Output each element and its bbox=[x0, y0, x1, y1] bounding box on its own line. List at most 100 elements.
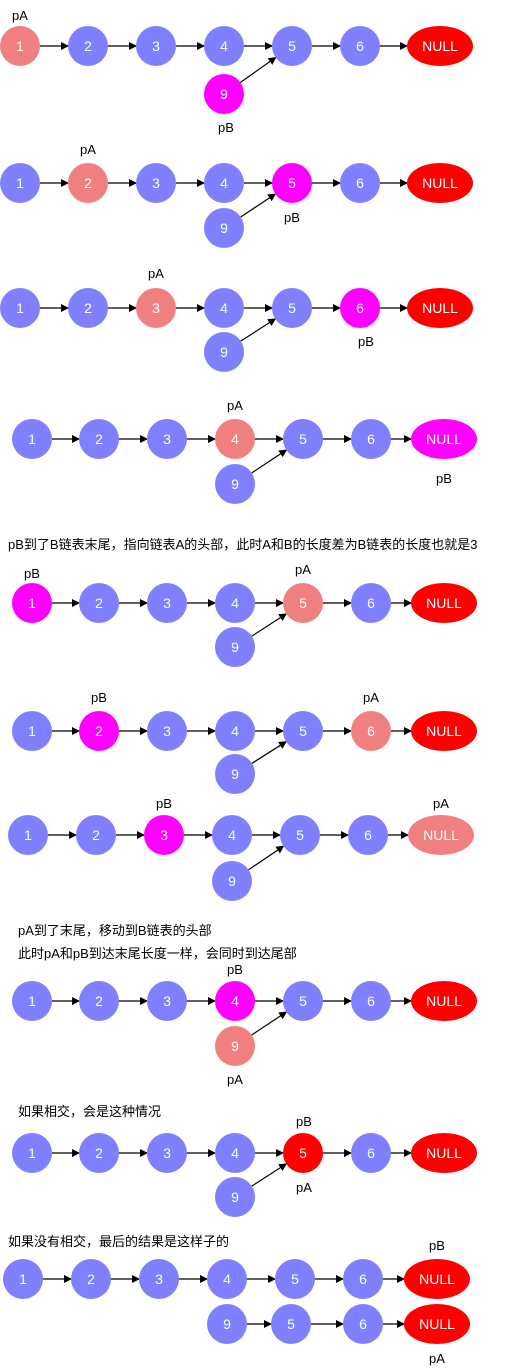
list-node bbox=[283, 419, 323, 459]
node-label: 1 bbox=[28, 1145, 36, 1161]
list-node bbox=[147, 711, 187, 751]
node-label: 4 bbox=[231, 723, 239, 739]
pointer-label: pB bbox=[436, 471, 452, 486]
node-label: 5 bbox=[296, 827, 304, 843]
list-node bbox=[215, 419, 255, 459]
edge-step1-6 bbox=[239, 56, 277, 83]
node-label: 6 bbox=[359, 1316, 367, 1332]
null-node bbox=[407, 26, 473, 66]
list-node bbox=[283, 1133, 323, 1173]
list-node bbox=[204, 26, 244, 66]
node-label: 2 bbox=[84, 300, 92, 316]
list-node bbox=[79, 981, 119, 1021]
null-node bbox=[407, 163, 473, 203]
list-node bbox=[68, 26, 108, 66]
list-node bbox=[144, 815, 184, 855]
pointer-label: pA bbox=[227, 1072, 243, 1087]
list-node bbox=[68, 288, 108, 328]
pointer-label: pA bbox=[433, 796, 449, 811]
node-label: 6 bbox=[359, 1271, 367, 1287]
edge-step9-6 bbox=[251, 1163, 288, 1187]
list-node bbox=[283, 711, 323, 751]
list-node bbox=[136, 26, 176, 66]
node-label: 4 bbox=[220, 38, 228, 54]
node-label: NULL bbox=[426, 431, 462, 447]
list-node bbox=[204, 332, 244, 372]
node-label: 5 bbox=[288, 175, 296, 191]
pointer-label: pA bbox=[12, 8, 28, 23]
list-node bbox=[204, 163, 244, 203]
list-node bbox=[0, 163, 40, 203]
node-label: 1 bbox=[24, 827, 32, 843]
pointer-label: pA bbox=[429, 1351, 445, 1366]
list-node bbox=[3, 1259, 43, 1299]
list-node bbox=[271, 1304, 311, 1344]
node-label: 1 bbox=[28, 723, 36, 739]
node-label: 3 bbox=[152, 300, 160, 316]
node-label: 9 bbox=[220, 344, 228, 360]
node-label: 4 bbox=[231, 431, 239, 447]
list-node bbox=[207, 1259, 247, 1299]
node-label: 5 bbox=[299, 595, 307, 611]
list-node bbox=[147, 1133, 187, 1173]
list-node bbox=[79, 711, 119, 751]
node-label: 9 bbox=[220, 220, 228, 236]
node-label: 9 bbox=[231, 639, 239, 655]
null-node bbox=[411, 711, 477, 751]
pointer-label: pB bbox=[358, 334, 374, 349]
list-node bbox=[204, 208, 244, 248]
edge-step2-6 bbox=[240, 193, 277, 218]
list-node bbox=[351, 981, 391, 1021]
node-label: 9 bbox=[220, 86, 228, 102]
caption-same-length: 此时pA和pB到达末尾长度一样，会同时到达尾部 bbox=[18, 946, 297, 961]
list-node bbox=[8, 815, 48, 855]
list-node bbox=[147, 981, 187, 1021]
node-label: 2 bbox=[84, 38, 92, 54]
list-node bbox=[204, 74, 244, 114]
list-node bbox=[272, 288, 312, 328]
node-label: 3 bbox=[152, 175, 160, 191]
list-node bbox=[0, 288, 40, 328]
edge-step7-6 bbox=[248, 845, 285, 871]
node-label: 1 bbox=[19, 1271, 27, 1287]
node-label: 9 bbox=[228, 873, 236, 889]
node-label: 1 bbox=[28, 993, 36, 1009]
node-label: 4 bbox=[223, 1271, 231, 1287]
node-label: 2 bbox=[84, 175, 92, 191]
list-node bbox=[215, 711, 255, 751]
node-label: 3 bbox=[163, 993, 171, 1009]
list-node bbox=[147, 583, 187, 623]
node-label: 6 bbox=[356, 38, 364, 54]
node-label: 2 bbox=[95, 431, 103, 447]
list-node bbox=[351, 583, 391, 623]
node-label: NULL bbox=[422, 300, 458, 316]
node-label: 5 bbox=[287, 1316, 295, 1332]
node-label: 5 bbox=[299, 1145, 307, 1161]
node-label: 2 bbox=[95, 1145, 103, 1161]
edge-step3-6 bbox=[240, 318, 277, 342]
edge-step4-6 bbox=[251, 449, 288, 474]
list-node bbox=[136, 163, 176, 203]
list-node bbox=[139, 1259, 179, 1299]
node-label: 6 bbox=[367, 723, 375, 739]
node-label: NULL bbox=[426, 993, 462, 1009]
null-node bbox=[404, 1259, 470, 1299]
pointer-label: pB bbox=[156, 796, 172, 811]
node-label: 9 bbox=[231, 476, 239, 492]
pointer-label: pA bbox=[148, 266, 164, 281]
node-label: 6 bbox=[367, 431, 375, 447]
list-node bbox=[0, 26, 40, 66]
caption-pb-reaches-end: pB到了B链表末尾，指向链表A的头部，此时A和B的长度差为B链表的长度也就是3 bbox=[8, 537, 478, 552]
node-label: 4 bbox=[231, 993, 239, 1009]
node-label: 2 bbox=[95, 723, 103, 739]
node-label: 5 bbox=[288, 300, 296, 316]
list-node bbox=[215, 627, 255, 667]
list-node bbox=[272, 26, 312, 66]
pointer-label: pA bbox=[80, 142, 96, 157]
null-node bbox=[411, 419, 477, 459]
list-node bbox=[343, 1304, 383, 1344]
